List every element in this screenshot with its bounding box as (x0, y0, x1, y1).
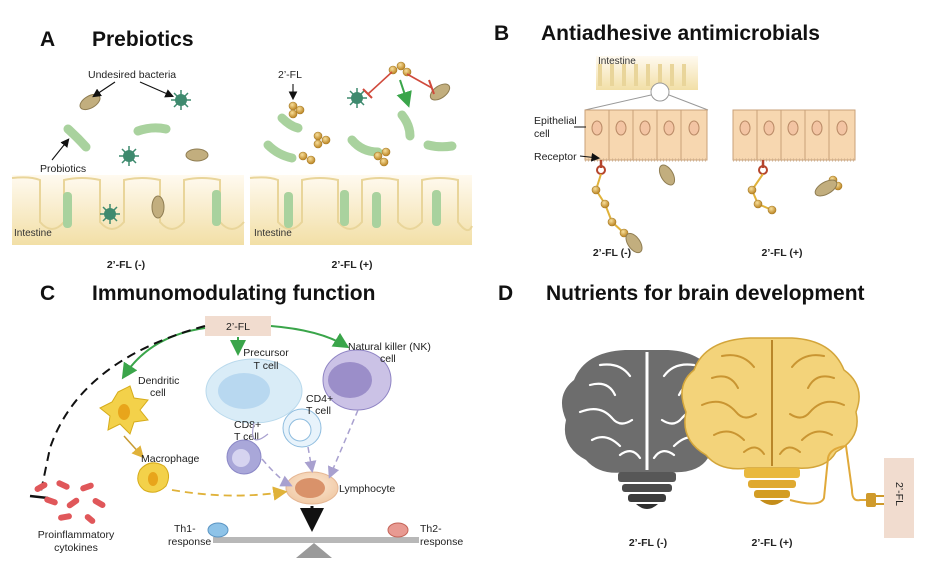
caption-b-left: 2’-FL (-) (593, 247, 631, 259)
intestine-inset-label: Intestine (598, 56, 636, 67)
caption-b-right: 2’-FL (+) (762, 247, 803, 259)
panel-b: B Antiadhesive antimicrobials Intestine (494, 22, 856, 259)
caption-d-left: 2’-FL (-) (629, 537, 667, 549)
nk-cell (322, 349, 392, 411)
macrophage-label: Macrophage (141, 453, 200, 465)
balance-fulcrum (296, 543, 332, 558)
receptor-chain-right (747, 160, 843, 215)
intestine-inset: Intestine (584, 56, 709, 111)
intestine-right: Intestine (249, 175, 473, 245)
balance-beam (213, 537, 419, 543)
microbes-right (263, 61, 457, 167)
precursor-label-2: T cell (254, 360, 279, 372)
dendritic-label-2: cell (150, 387, 166, 399)
fl-plug-label: 2’-FL (893, 482, 905, 506)
plug-icon (866, 493, 884, 507)
panel-a: A Prebiotics Intestine Unde (11, 28, 473, 271)
th1-token (207, 522, 229, 538)
precursor-t-cell (205, 358, 303, 424)
caption-d-right: 2’-FL (+) (752, 537, 793, 549)
panel-b-title: Antiadhesive antimicrobials (541, 22, 820, 45)
th1-label-1: Th1- (174, 523, 196, 535)
panel-d-letter: D (498, 282, 513, 305)
cd4-label-2: T cell (306, 405, 331, 417)
probiotics-label: Probiotics (40, 163, 86, 175)
lymphocyte-cell (285, 471, 339, 505)
panel-a-title: Prebiotics (92, 28, 194, 51)
cd4-t-cell (282, 408, 322, 448)
panel-c: C Immunomodulating function 2’-FL Precur… (29, 282, 463, 558)
panel-a-letter: A (40, 28, 55, 51)
dendritic-label-1: Dendritic (138, 375, 179, 387)
dendritic-cell (99, 385, 149, 435)
panel-d-title: Nutrients for brain development (546, 282, 865, 305)
epithelial-label-2: cell (534, 128, 550, 140)
intestine-right-label: Intestine (254, 228, 292, 239)
fl-box-c (205, 316, 271, 336)
receptor-label: Receptor (534, 151, 577, 163)
panel-c-title: Immunomodulating function (92, 282, 375, 305)
cytokine-icon (34, 480, 106, 524)
cd8-t-cell (226, 439, 262, 475)
th1-label-2: response (168, 536, 211, 548)
intestine-left: Intestine (11, 175, 245, 245)
panel-c-letter: C (40, 282, 55, 305)
panel-b-letter: B (494, 22, 509, 45)
oligosaccharide-icon (288, 61, 412, 167)
fl-label-a: 2’-FL (278, 69, 302, 81)
epithelial-label-1: Epithelial (534, 115, 577, 127)
brain-gold-icon (681, 337, 860, 505)
receptor-chain-left (591, 160, 676, 254)
intestine-left-label: Intestine (14, 228, 52, 239)
th2-label-2: response (420, 536, 463, 548)
cd8-label-2: T cell (234, 431, 259, 443)
fl-plug-box (884, 458, 914, 538)
epithelium-left (584, 109, 708, 162)
th2-token (387, 522, 409, 538)
caption-a-left: 2’-FL (-) (107, 259, 145, 271)
nk-label-2: cell (380, 353, 396, 365)
plug-cable (789, 444, 872, 505)
th2-label-1: Th2- (420, 523, 442, 535)
cd8-label-1: CD8+ (234, 419, 261, 431)
panel-d: D Nutrients for brain development 2’-FL … (498, 282, 914, 549)
proinflammatory-label-1: Proinflammatory (38, 529, 115, 541)
fl-box-c-label: 2’-FL (226, 321, 250, 333)
undesired-bacteria-label: Undesired bacteria (88, 69, 176, 81)
caption-a-right: 2’-FL (+) (332, 259, 373, 271)
precursor-label-1: Precursor (243, 347, 289, 359)
epithelium-right (732, 109, 856, 162)
nk-label-1: Natural killer (NK) (348, 341, 431, 353)
macrophage-cell (137, 462, 170, 493)
lymphocyte-label: Lymphocyte (339, 483, 395, 495)
proinflammatory-label-2: cytokines (54, 542, 98, 554)
cd4-label-1: CD4+ (306, 393, 333, 405)
